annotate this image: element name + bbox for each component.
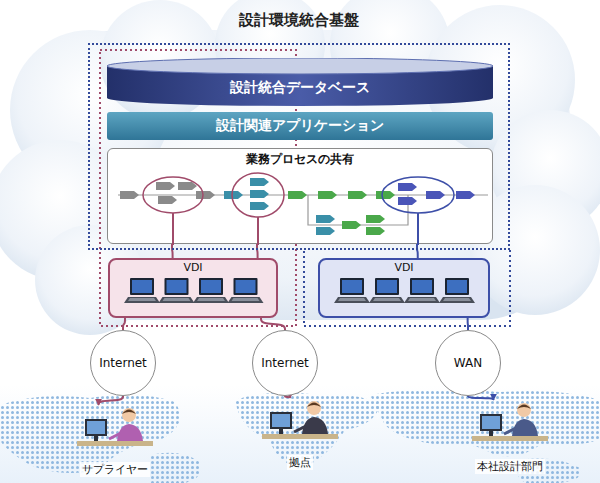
laptop [369, 278, 405, 303]
network-circle: WAN [435, 330, 501, 396]
process-step [456, 191, 475, 199]
user-figure: サプライヤー [60, 405, 170, 477]
world-map [0, 389, 600, 483]
connector [467, 318, 469, 330]
laptop [228, 278, 264, 303]
process-step [316, 215, 335, 223]
node-label: Internet [261, 356, 309, 370]
process-step [224, 191, 243, 199]
process-step [318, 191, 337, 199]
cylinder-top [107, 58, 493, 74]
connector [256, 244, 259, 258]
process-step [250, 202, 269, 210]
process-step [366, 227, 385, 235]
node-label: VDI [183, 261, 202, 274]
node-label: 業務プロセスの共有 [243, 151, 357, 168]
laptop [334, 278, 370, 303]
internal-scope [304, 250, 510, 326]
connector [285, 396, 290, 398]
process-step [250, 178, 269, 186]
vdi-box: VDI [108, 258, 278, 318]
connector [416, 244, 419, 258]
node-label: 設計関連アプリケーション [216, 117, 384, 135]
process-step [178, 182, 197, 190]
platform-scope: 設計統合データベース設計関連アプリケーション業務プロセスの共有設計環境統合基盤 [88, 43, 510, 250]
connector [123, 318, 125, 330]
process-step [426, 191, 445, 199]
application-band: 設計関連アプリケーション [107, 112, 493, 140]
database-cylinder: 設計統合データベース [107, 58, 493, 106]
cloud [0, 0, 600, 335]
person-illustration [250, 398, 350, 450]
platform-title: 設計環境統合基盤 [90, 11, 508, 30]
connector [261, 318, 285, 330]
node-label: 設計統合データベース [230, 79, 370, 97]
process-step [398, 183, 417, 191]
user-label: 拠点 [287, 455, 313, 470]
process-step [348, 191, 367, 199]
process-step [376, 191, 395, 199]
network-circle: Internet [90, 330, 156, 396]
network-circle: Internet [252, 330, 318, 396]
laptop [404, 278, 440, 303]
process-box: 業務プロセスの共有 [107, 148, 493, 244]
node-label: WAN [454, 356, 482, 370]
user-figure: 拠点 [250, 398, 350, 470]
process-step [342, 221, 361, 229]
process-step [366, 215, 385, 223]
user-label: 本社設計部門 [475, 459, 545, 474]
process-step [250, 190, 269, 198]
laptop [124, 278, 160, 303]
person-illustration [60, 405, 170, 457]
vdi-box: VDI [318, 258, 490, 318]
user-figure: 本社設計部門 [455, 400, 565, 474]
process-step [158, 196, 177, 204]
process-step [398, 197, 417, 205]
process-step [120, 191, 139, 199]
user-label: サプライヤー [80, 462, 150, 477]
process-step [156, 182, 175, 190]
laptop [159, 278, 195, 303]
person-illustration [455, 400, 565, 452]
node-label: Internet [99, 356, 147, 370]
connector [99, 396, 124, 405]
process-step [196, 191, 215, 199]
node-label: VDI [394, 261, 413, 274]
connector [468, 396, 494, 400]
process-step [316, 227, 335, 235]
laptop [193, 278, 229, 303]
process-step [288, 191, 307, 199]
map-ground [0, 385, 600, 483]
laptop [439, 278, 475, 303]
connector [171, 244, 174, 258]
